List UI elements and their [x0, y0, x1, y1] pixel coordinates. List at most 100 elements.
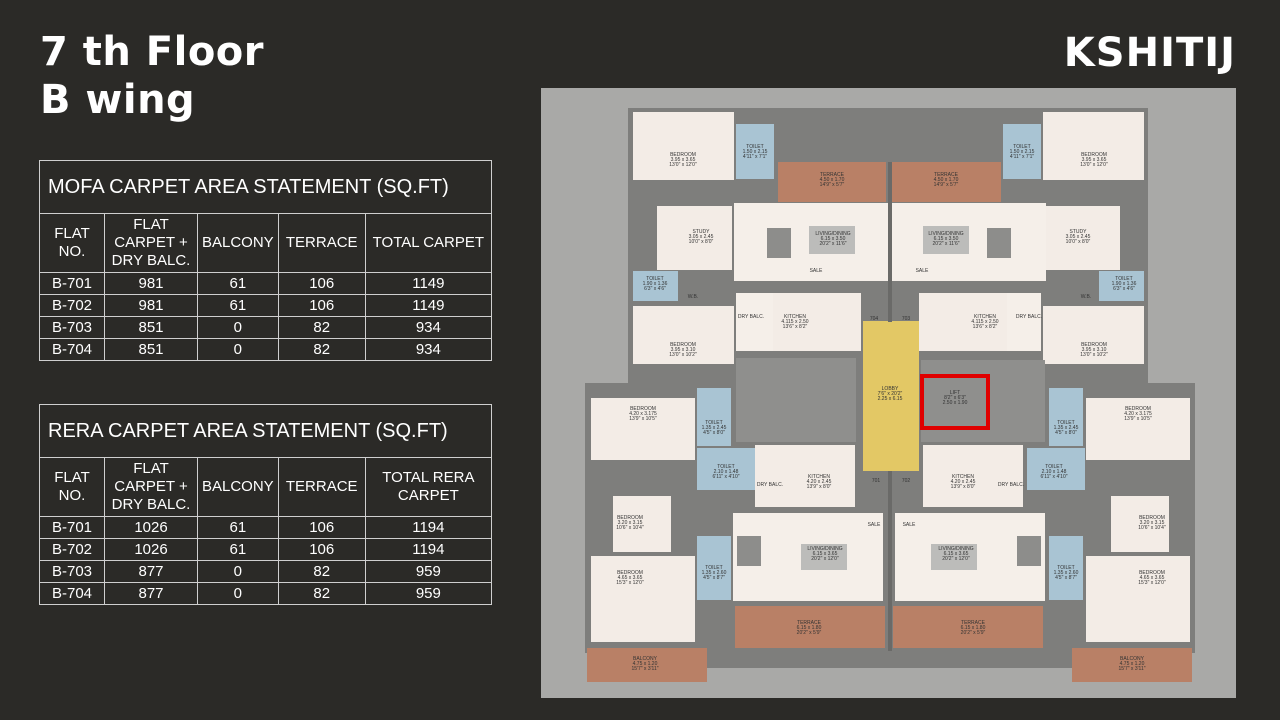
label-wb-l: W.B. — [688, 294, 699, 300]
room-bedroom — [1043, 112, 1144, 180]
room-toilet — [1049, 536, 1083, 600]
label-drybalc-tr: DRY BALC. — [1016, 314, 1042, 320]
dining-table — [737, 536, 761, 566]
room-toilet — [697, 388, 731, 446]
col-header: BALCONY — [197, 213, 279, 273]
cell: 82 — [277, 316, 366, 339]
cell: B-703 — [39, 560, 105, 583]
room-toilet — [1099, 271, 1144, 301]
col-header: TERRACE — [277, 457, 366, 517]
cell: 82 — [277, 582, 366, 605]
page-title: 7 th Floor B wing — [40, 28, 264, 124]
dining-table — [1017, 536, 1041, 566]
sofa — [923, 226, 969, 254]
col-header: TOTAL CARPET — [364, 213, 493, 273]
table-row: B-701 1026 61 106 1194 — [39, 516, 493, 539]
col-header: FLAT CARPET + DRY BALC. — [104, 213, 198, 273]
label-sale-tr: SALE — [916, 268, 929, 274]
col-header: FLAT CARPET + DRY BALC. — [104, 457, 198, 517]
col-header: BALCONY — [197, 457, 279, 517]
cell: B-702 — [39, 294, 105, 317]
flat-number-704: 704 — [870, 316, 879, 322]
cell: 959 — [364, 560, 493, 583]
room-toilet — [697, 448, 755, 490]
room-toilet — [1027, 448, 1085, 490]
cell: 61 — [197, 538, 279, 561]
sofa — [801, 544, 847, 570]
table-row: B-702 981 61 106 1149 — [39, 294, 493, 317]
cell: 1149 — [364, 294, 493, 317]
label-wb-r: W.B. — [1081, 294, 1092, 300]
cell: B-704 — [39, 582, 105, 605]
party-wall — [888, 471, 892, 651]
cell: 1194 — [364, 538, 493, 561]
room-toilet — [633, 271, 678, 301]
room-bedroom — [591, 556, 695, 642]
cell: 1149 — [364, 272, 493, 295]
room-toilet — [697, 536, 731, 600]
brand-name: KSHITIJ — [1063, 30, 1236, 76]
room-balcony — [587, 648, 707, 682]
label-drybalc-bl: DRY BALC. — [757, 482, 783, 488]
rera-table-title: RERA CARPET AREA STATEMENT (SQ.FT) — [39, 404, 492, 458]
col-header: TERRACE — [277, 213, 366, 273]
cell: B-704 — [39, 338, 105, 361]
col-header: FLAT NO. — [39, 213, 105, 273]
cell: B-702 — [39, 538, 105, 561]
room-terrace — [893, 606, 1043, 648]
dining-table — [767, 228, 791, 258]
room-bedroom — [591, 398, 695, 460]
label-drybalc-tl: DRY BALC. — [738, 314, 764, 320]
dining-table — [987, 228, 1011, 258]
room-balcony — [1072, 648, 1192, 682]
room-kitchen — [755, 445, 855, 507]
room-bedroom — [1086, 398, 1190, 460]
table-row: B-704 851 0 82 934 — [39, 338, 493, 361]
room-bedroom — [1111, 496, 1169, 552]
floor-label: 7 th Floor — [40, 29, 265, 75]
room-bedroom — [633, 306, 734, 364]
cell: B-703 — [39, 316, 105, 339]
cell: 934 — [364, 316, 493, 339]
col-header: TOTAL RERA CARPET — [364, 457, 493, 517]
room-kitchen — [923, 445, 1023, 507]
cell: 851 — [104, 338, 198, 361]
table-row: B-701 981 61 106 1149 — [39, 272, 493, 295]
label-sale-tl: SALE — [810, 268, 823, 274]
room-bedroom — [1043, 306, 1144, 364]
table-row: B-703 851 0 82 934 — [39, 316, 493, 339]
label-sale-br: SALE — [903, 522, 916, 528]
flat-number-701: 701 — [872, 478, 881, 484]
cell: 877 — [104, 560, 198, 583]
mofa-area-table: MOFA CARPET AREA STATEMENT (SQ.FT) FLAT … — [39, 160, 493, 361]
cell: 82 — [277, 560, 366, 583]
room-bedroom — [613, 496, 671, 552]
label-drybalc-br: DRY BALC. — [998, 482, 1024, 488]
room-terrace — [891, 162, 1001, 202]
